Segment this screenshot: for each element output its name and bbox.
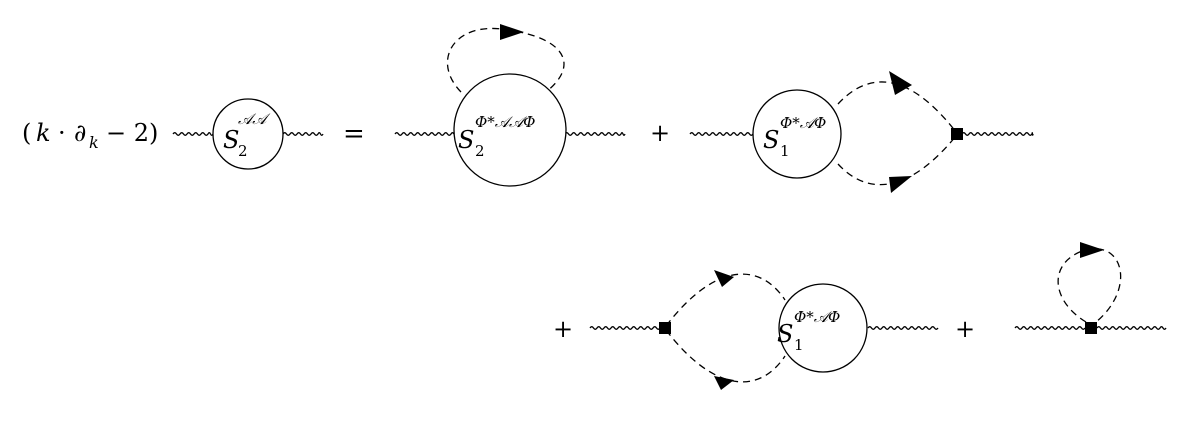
diagram-s2-tadpole: S Φ*𝒜𝒜Φ 2	[394, 24, 626, 187]
blob-superscript: Φ*𝒜Φ	[794, 308, 840, 326]
wavy-line-right	[564, 132, 626, 136]
blob-symbol: S	[763, 126, 779, 154]
vertex-blob-s1-phi-a-phi	[752, 89, 842, 179]
blob-subscript: 2	[238, 142, 248, 160]
arrow-head	[889, 176, 912, 193]
square-vertex	[1085, 322, 1097, 334]
dashed-loop	[1057, 248, 1122, 323]
diagram-s2-aa: S 𝒜𝒜 2	[172, 98, 324, 170]
plus-sign: +	[650, 119, 670, 147]
blob-subscript: 1	[780, 142, 790, 160]
lhs-dot: ·	[58, 119, 66, 147]
diagram-s1-right-loop: S Φ*𝒜Φ 1	[689, 71, 1034, 193]
diagram-s1-left-loop: S Φ*𝒜Φ 1	[589, 270, 939, 390]
vertex-blob-s2-phi-a-a-phi	[453, 73, 567, 187]
blob-subscript: 2	[475, 142, 485, 160]
lhs-minus-two: − 2)	[106, 119, 158, 147]
vertex-blob-s1-phi-a-phi	[778, 283, 868, 373]
blob-symbol: S	[458, 126, 474, 154]
equals-sign: =	[343, 119, 365, 149]
lhs-partial: ∂	[74, 119, 86, 147]
arrow-head	[889, 71, 912, 95]
arrow-head	[1080, 242, 1104, 258]
square-vertex	[659, 322, 671, 334]
lhs-k: k	[36, 119, 51, 147]
blob-symbol: S	[223, 126, 239, 154]
wavy-line-left	[172, 132, 214, 136]
plus-sign: +	[955, 315, 975, 343]
dashed-line-upper	[665, 273, 786, 327]
arrow-head	[714, 376, 734, 390]
diagram-vertex-tadpole	[1014, 242, 1167, 334]
arrow-head	[714, 270, 734, 287]
dashed-line-lower	[665, 329, 786, 383]
dashed-line-upper	[837, 81, 957, 133]
wavy-line-left	[1014, 326, 1086, 330]
blob-superscript: 𝒜𝒜	[238, 110, 271, 128]
lhs-partial-subscript: k	[89, 133, 99, 152]
vertex-blob-s2-aa	[212, 98, 284, 170]
arrow-head	[500, 24, 524, 40]
wavy-line-right	[282, 132, 324, 136]
dashed-line-lower	[837, 135, 957, 186]
lhs-open-paren: (	[22, 119, 31, 147]
wavy-line-right	[1096, 326, 1167, 330]
wavy-line-left	[589, 326, 661, 330]
blob-subscript: 1	[794, 336, 804, 354]
lhs-prefix: ( k · ∂ k − 2)	[22, 119, 158, 152]
blob-symbol: S	[777, 320, 793, 348]
blob-superscript: Φ*𝒜𝒜Φ	[475, 113, 535, 131]
wavy-line-right	[961, 132, 1034, 136]
plus-sign: +	[553, 315, 573, 343]
wavy-line-right	[867, 326, 939, 330]
square-vertex	[951, 128, 963, 140]
blob-superscript: Φ*𝒜Φ	[780, 114, 826, 132]
wavy-line-left	[689, 132, 756, 136]
wavy-line-left	[394, 132, 458, 136]
